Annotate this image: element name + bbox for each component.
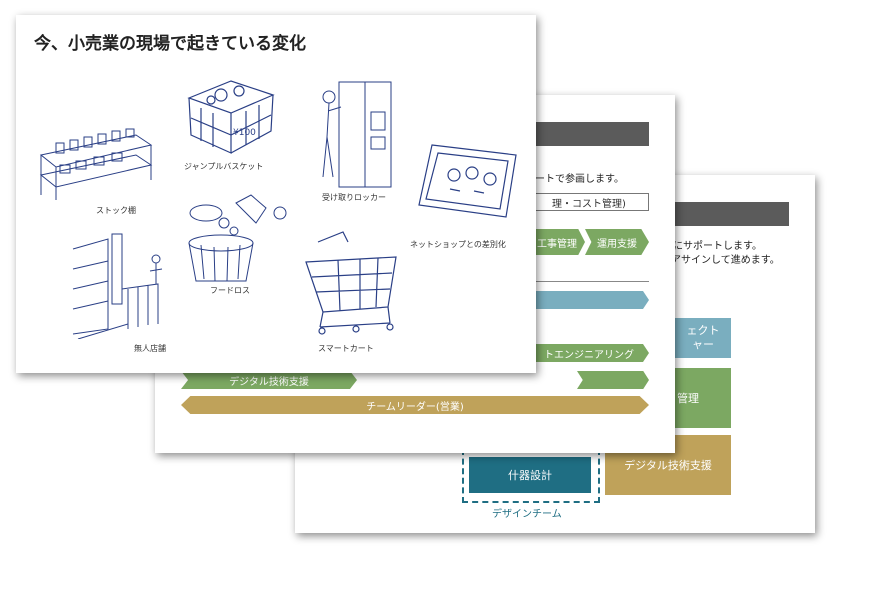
back-slide-box-mid-label: 管理	[677, 392, 699, 405]
chevron-outline-label: 理・コスト管理)	[552, 198, 626, 210]
back-slide-box-design-label: 什器設計	[508, 469, 552, 482]
chevron-green-short	[577, 371, 649, 389]
back-slide-box-low-label: デジタル技術支援	[624, 459, 712, 472]
chevron-engineering-label: トエンジニアリング	[544, 349, 634, 361]
chevron-kouji: 工事管理	[529, 229, 585, 255]
back-slide-box-top-label: ェクト ャー	[686, 324, 720, 351]
chevron-leader-label: チームリーダー(営業)	[366, 401, 464, 413]
back-slide-box-design: 什器設計	[469, 457, 591, 493]
label-smart-cart: スマートカート	[318, 344, 374, 353]
chevron-leader: チームリーダー(営業)	[181, 396, 649, 414]
food-loss-illustration	[188, 194, 287, 282]
netshop-tablet-illustration	[418, 144, 517, 218]
label-food-loss: フードロス	[210, 286, 250, 295]
svg-text:¥100: ¥100	[233, 128, 256, 138]
page-title: 今、小売業の現場で起きている変化	[34, 34, 306, 54]
chevron-digital: デジタル技術支援	[181, 371, 357, 389]
chevron-kouji-label: 工事管理	[537, 238, 577, 250]
chevron-unyo-label: 運用支援	[597, 238, 637, 250]
back-slide-box-top: ェクト ャー	[675, 318, 731, 358]
back-slide-text-1: ルにサポートします。	[663, 241, 762, 252]
jumble-basket-illustration: ¥100	[187, 80, 275, 154]
label-stock-shelf: ストック棚	[96, 206, 136, 215]
middle-slide-text-1: ートで参画します。	[535, 174, 624, 185]
chevron-unyo: 運用支援	[585, 229, 649, 255]
front-slide: 今、小売業の現場で起きている変化 ストック棚 ¥100 ジャンプルバスケット	[16, 15, 536, 373]
label-jumble-basket: ジャンプルバスケット	[184, 162, 264, 171]
middle-slide-header-bar	[535, 122, 649, 146]
chevron-blue	[529, 291, 649, 309]
chevron-outline: 理・コスト管理)	[529, 193, 649, 211]
chevron-engineering: トエンジニアリング	[529, 344, 649, 362]
back-slide-header-bar	[675, 202, 789, 226]
smart-cart-illustration	[305, 231, 397, 335]
label-netshop: ネットショップとの差別化	[410, 240, 506, 249]
design-team-label: デザインチーム	[492, 509, 562, 520]
chevron-digital-label: デジタル技術支援	[229, 376, 309, 388]
label-locker: 受け取りロッカー	[322, 193, 386, 202]
locker-illustration	[322, 81, 392, 188]
label-unmanned-store: 無人店舗	[134, 344, 166, 353]
back-slide-text-2: アサインして進めます。	[671, 255, 780, 266]
stock-shelf-illustration	[39, 128, 153, 200]
unmanned-store-illustration	[72, 233, 163, 339]
middle-slide-divider	[529, 281, 649, 282]
